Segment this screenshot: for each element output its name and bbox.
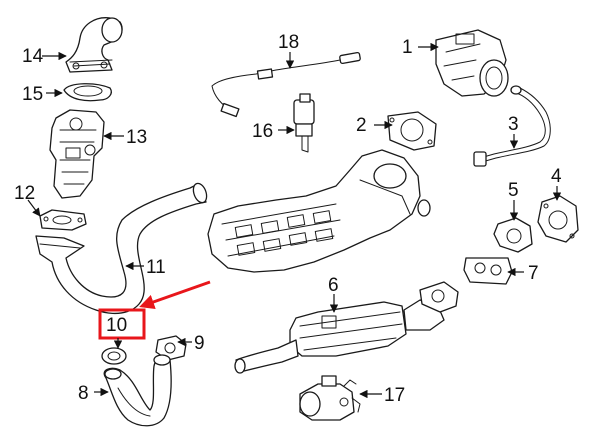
cooler-gasket-part — [463, 257, 513, 285]
exhaust-temp-sensor-part — [211, 51, 361, 118]
callout-5: 5 — [508, 180, 519, 201]
callout-labels: 1 2 3 4 5 6 7 8 9 10 11 12 13 14 15 16 1… — [14, 32, 562, 406]
leader-lines — [27, 42, 562, 399]
callout-15: 15 — [22, 84, 43, 105]
ring-gasket-part — [101, 347, 127, 365]
egr-actuator-part — [299, 375, 361, 421]
outlet-flange-part — [537, 195, 579, 243]
callout-16: 16 — [252, 121, 273, 142]
callout-13: 13 — [126, 127, 147, 148]
callout-18: 18 — [278, 32, 299, 53]
egr-elbow-pipe-part — [65, 17, 123, 73]
callout-2: 2 — [356, 115, 367, 136]
callout-8: 8 — [78, 383, 89, 404]
elbow-gasket-part — [63, 83, 112, 102]
egr-cooler-part — [234, 281, 459, 374]
callout-6: 6 — [328, 275, 339, 296]
pressure-sensor-part — [293, 93, 315, 153]
callout-1: 1 — [402, 37, 413, 58]
throttle-body-part — [435, 29, 509, 97]
highlight-arrow — [139, 280, 211, 310]
callout-14: 14 — [22, 46, 44, 67]
outlet-gasket-part — [493, 217, 533, 253]
vacuum-pipe-part — [473, 85, 551, 167]
egr-valve-assembly-part — [49, 109, 105, 199]
callout-17: 17 — [384, 385, 405, 406]
highlight-box — [98, 308, 146, 340]
throttle-gasket-part — [387, 111, 437, 151]
callout-9: 9 — [194, 333, 205, 354]
callout-7: 7 — [528, 263, 539, 284]
callout-4: 4 — [551, 166, 562, 187]
intake-manifold-part — [207, 149, 431, 273]
flange-gasket-part — [39, 209, 87, 231]
callout-11: 11 — [146, 257, 166, 278]
callout-10: 10 — [106, 315, 127, 336]
callout-12: 12 — [14, 183, 35, 204]
egr-lower-pipe-part — [103, 354, 172, 427]
egr-bent-pipe-part — [35, 182, 208, 314]
callout-3: 3 — [508, 114, 519, 135]
